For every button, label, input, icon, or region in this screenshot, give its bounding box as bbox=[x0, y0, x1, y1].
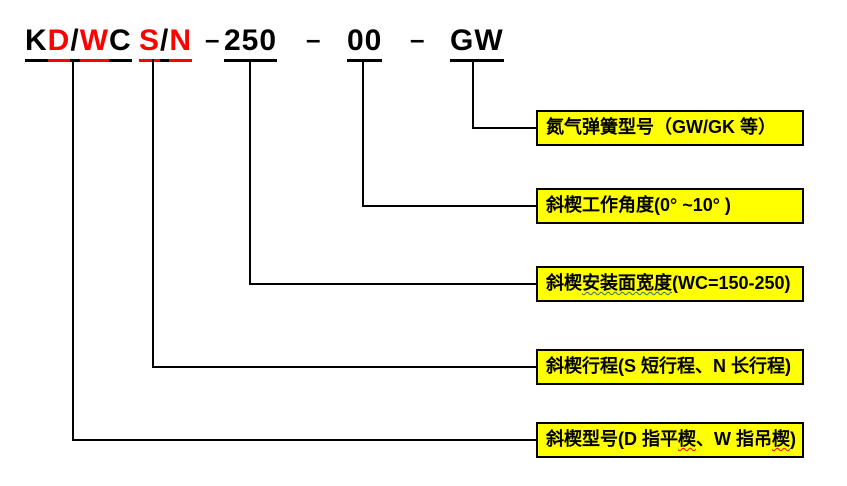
connector-line-width-horizontal bbox=[249, 283, 536, 285]
code-separator: – bbox=[410, 24, 425, 54]
code-char: K bbox=[25, 24, 48, 62]
callout-text: 斜楔型号(D 指平 bbox=[546, 429, 678, 449]
callout-cam-model: 斜楔型号(D 指平楔、W 指吊楔) bbox=[536, 422, 804, 458]
callout-text: 斜楔 bbox=[546, 273, 582, 293]
code-char: S bbox=[139, 24, 161, 62]
code-segment-spring-type: GW bbox=[450, 24, 504, 62]
code-separator: – bbox=[306, 24, 321, 54]
callout-text-squiggle: 楔 bbox=[678, 429, 696, 449]
connector-line-stroke-horizontal bbox=[152, 366, 536, 368]
connector-line-spring-vertical bbox=[472, 59, 474, 129]
callout-text: (WC=150-250) bbox=[672, 273, 791, 293]
code-separator: – bbox=[205, 24, 220, 54]
code-segment-width: 250 bbox=[224, 24, 278, 62]
connector-line-spring-horizontal bbox=[472, 127, 536, 129]
connector-line-angle-vertical bbox=[362, 59, 364, 207]
connector-line-model-horizontal bbox=[72, 439, 536, 441]
code-char: / bbox=[70, 24, 80, 62]
callout-text: ) bbox=[790, 429, 796, 449]
connector-line-angle-horizontal bbox=[362, 205, 536, 207]
connector-line-model-vertical bbox=[72, 59, 74, 441]
callout-text-squiggle: 楔 bbox=[772, 429, 790, 449]
code-char: N bbox=[169, 24, 193, 62]
code-segment-stroke-type: S/N bbox=[139, 24, 193, 62]
callout-mount-width: 斜楔安装面宽度(WC=150-250) bbox=[536, 266, 804, 302]
code-char: D bbox=[47, 24, 71, 62]
code-char: / bbox=[160, 24, 170, 62]
callout-stroke: 斜楔行程(S 短行程、N 长行程) bbox=[536, 349, 804, 385]
callout-working-angle: 斜楔工作角度(0° ~10° ) bbox=[536, 188, 804, 224]
callout-text: 、W 指吊 bbox=[696, 429, 772, 449]
code-char: W bbox=[79, 24, 110, 62]
callout-spring-model: 氮气弹簧型号（GW/GK 等） bbox=[536, 110, 804, 146]
code-segment-model-prefix: KD/WC bbox=[25, 24, 132, 62]
code-char: C bbox=[109, 24, 132, 62]
callout-text-squiggle: 安装面宽度 bbox=[582, 273, 672, 293]
connector-line-stroke-vertical bbox=[152, 59, 154, 368]
connector-line-width-vertical bbox=[249, 59, 251, 285]
code-segment-angle: 00 bbox=[347, 24, 383, 62]
